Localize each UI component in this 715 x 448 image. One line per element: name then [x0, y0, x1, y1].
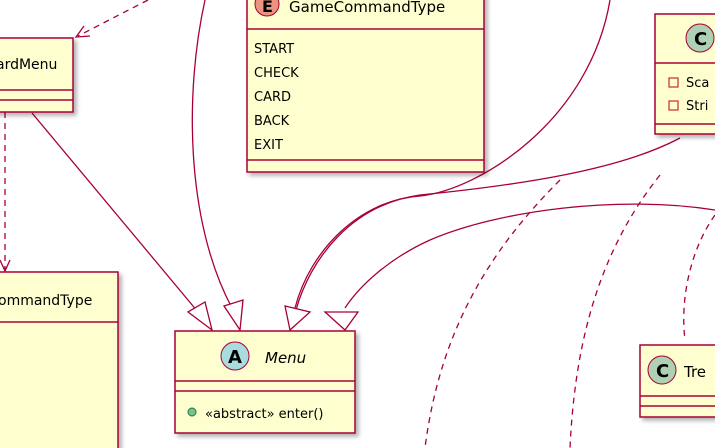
abstract-class-menu[interactable]	[174, 330, 356, 434]
enum-value: BACK	[254, 114, 290, 129]
class-badge-letter: C	[694, 29, 707, 50]
game-command-type-name: GameCommandType	[289, 0, 445, 16]
dependency-dashed-2	[569, 174, 661, 448]
enum-value: START	[254, 42, 294, 57]
inheritance-card-menu-to-menu	[31, 112, 199, 313]
inheritance-triangle-2	[222, 299, 244, 332]
enum-badge-icon	[254, 0, 280, 17]
public-method-icon	[187, 407, 197, 417]
dependency-dashed-1	[424, 179, 561, 448]
field-text: Sca	[686, 76, 709, 91]
abstract-badge-icon	[220, 341, 250, 371]
abstract-badge-letter: A	[228, 347, 242, 368]
class-tre[interactable]	[639, 344, 715, 418]
inheritance-triangle-3	[284, 305, 312, 332]
command-type-name: ommandType	[0, 293, 92, 309]
class-command-type[interactable]	[0, 271, 119, 448]
inheritance-far-right-to-menu	[344, 203, 715, 309]
enum-value: EXIT	[254, 138, 283, 153]
field-text: Stri	[686, 99, 708, 114]
inheritance-top-to-menu	[191, 0, 233, 309]
class-badge-icon	[685, 23, 715, 53]
dependency-arrow-to-card-menu	[77, 0, 149, 37]
private-field-icon	[668, 77, 679, 88]
menu-class-name: Menu	[265, 349, 306, 367]
enum-value: CHECK	[254, 66, 299, 81]
inheritance-triangle-4	[323, 311, 360, 331]
enum-value: CARD	[254, 90, 291, 105]
tre-class-name: Tre	[683, 363, 706, 381]
open-arrowhead-card-menu	[74, 25, 91, 38]
enum-values: START CHECK CARD BACK EXIT	[254, 42, 299, 153]
card-menu-name: ardMenu	[0, 57, 57, 73]
private-field-icon	[668, 100, 679, 111]
inheritance-triangle-1	[186, 300, 214, 332]
inheritance-right-to-menu-b	[295, 137, 681, 311]
class-badge-icon	[647, 355, 677, 385]
enum-badge-letter: E	[262, 0, 273, 16]
enum-game-command-type[interactable]	[246, 0, 485, 173]
dependency-dashed-3	[683, 214, 715, 341]
class-badge-letter: C	[656, 361, 669, 382]
open-arrowhead-command-type	[0, 259, 11, 273]
method-text: «abstract» enter()	[205, 407, 324, 422]
class-card-menu[interactable]	[0, 37, 74, 113]
